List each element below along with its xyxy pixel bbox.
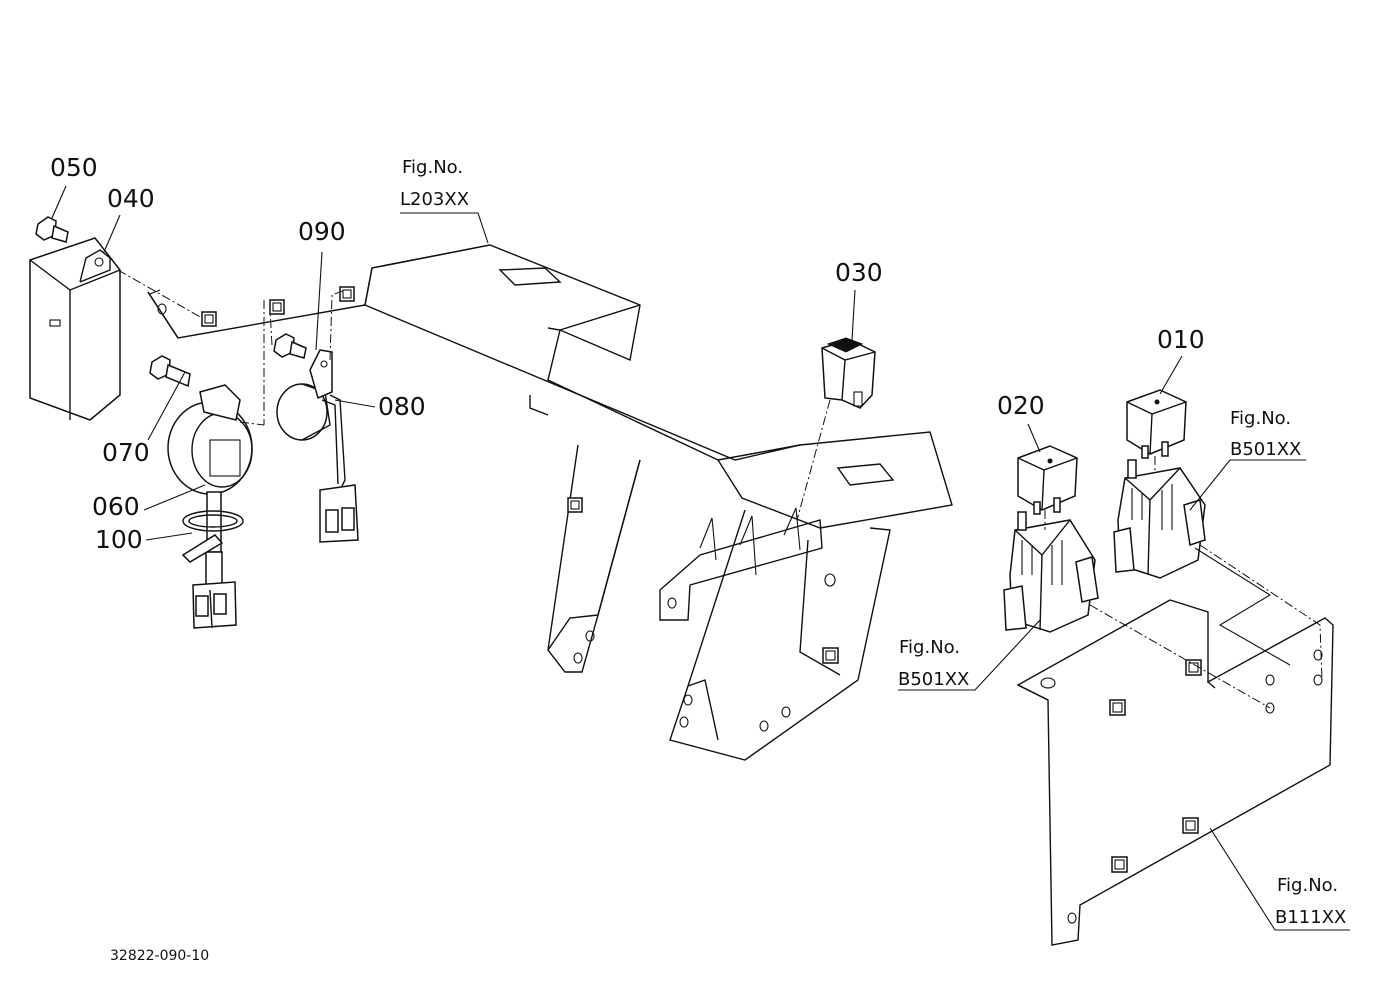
fig-ref-b111-caption: Fig.No. <box>1277 875 1338 896</box>
part-070-bolt <box>149 355 191 388</box>
main-frame-bracket <box>147 244 953 761</box>
relay-socket-right <box>1113 459 1206 579</box>
label-050: 050 <box>50 153 98 182</box>
part-030-connector <box>821 337 876 409</box>
mounting-plate <box>1016 599 1334 946</box>
part-010-relay <box>1126 389 1187 459</box>
fig-ref-b501-left-caption: Fig.No. <box>899 637 960 658</box>
part-060-buzzer <box>167 384 253 629</box>
part-020-relay <box>1017 445 1078 515</box>
label-060: 060 <box>92 492 140 521</box>
fig-ref-l203-code: L203XX <box>400 189 469 210</box>
part-100-cable-tie <box>181 510 244 563</box>
relay-socket-left <box>1003 511 1099 633</box>
fig-ref-l203-caption: Fig.No. <box>402 157 463 178</box>
part-080-horn <box>276 349 359 543</box>
fig-ref-b501-left-code: B501XX <box>898 669 969 690</box>
part-090-screw <box>273 333 307 359</box>
label-100: 100 <box>95 525 143 554</box>
fig-ref-b501-right-code: B501XX <box>1230 439 1301 460</box>
part-040-box <box>29 237 121 421</box>
leader-lines <box>51 185 1350 931</box>
label-040: 040 <box>107 184 155 213</box>
label-010: 010 <box>1157 325 1205 354</box>
drawing-reference-number: 32822-090-10 <box>110 948 209 964</box>
label-070: 070 <box>102 438 150 467</box>
fig-ref-b111-code: B111XX <box>1275 907 1346 928</box>
label-080: 080 <box>378 392 426 421</box>
assembly-lines <box>117 269 1323 709</box>
label-090: 090 <box>298 217 346 246</box>
part-050-bolt <box>35 216 69 243</box>
label-020: 020 <box>997 391 1045 420</box>
fig-ref-b501-right-caption: Fig.No. <box>1230 408 1291 429</box>
label-030: 030 <box>835 258 883 287</box>
